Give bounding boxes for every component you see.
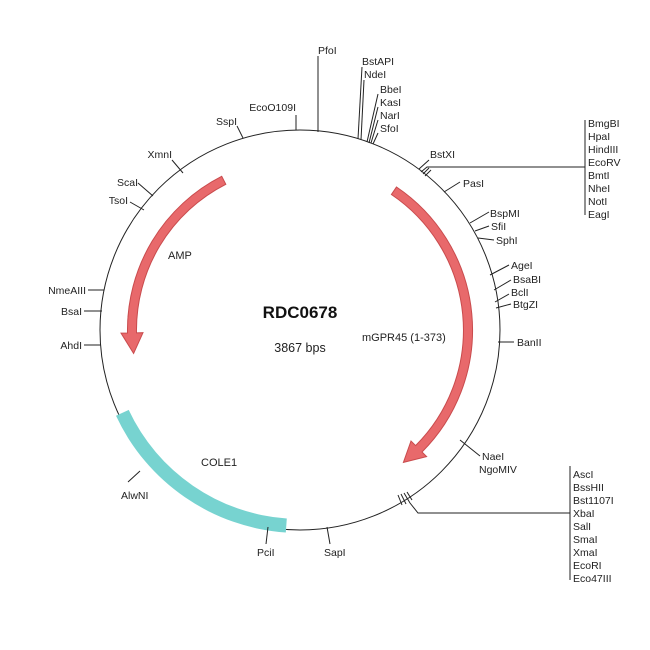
site-tick-bsabi: [493, 279, 512, 291]
site-label-alwni[interactable]: AlwNI: [121, 490, 148, 502]
site-label-bsshii[interactable]: BssHII: [573, 482, 604, 494]
site-label-bstxi[interactable]: BstXI: [430, 149, 455, 161]
site-label-tsoi[interactable]: TsoI: [109, 195, 128, 207]
site-label-kasi[interactable]: KasI: [380, 97, 401, 109]
site-tick-cluster-bottom-3: [403, 492, 570, 514]
site-tick-cluster-top-3: [424, 169, 432, 177]
site-tick-xmni: [171, 159, 184, 174]
site-label-ahdi[interactable]: AhdI: [60, 340, 82, 352]
site-tick-alwni: [127, 470, 141, 483]
amp-label: AMP: [168, 250, 192, 262]
site-label-bsai[interactable]: BsaI: [61, 306, 82, 318]
site-tick-bbei: [366, 93, 379, 143]
mgpr45-feature-arrow[interactable]: [390, 186, 473, 464]
site-label-pfoi[interactable]: PfoI: [318, 45, 337, 57]
site-label-ndei[interactable]: NdeI: [364, 69, 386, 81]
site-tick-agei: [489, 264, 510, 276]
site-label-xmai[interactable]: XmaI: [573, 547, 598, 559]
site-tick-pcii: [265, 526, 269, 545]
site-tick-cluster-bottom-2: [400, 493, 407, 505]
mgpr45-label: mGPR45 (1-373): [362, 332, 446, 344]
site-tick-pasi: [443, 181, 461, 193]
site-label-naei[interactable]: NaeI: [482, 451, 504, 463]
site-label-sfii[interactable]: SfiI: [491, 221, 506, 233]
site-label-scai[interactable]: ScaI: [117, 177, 138, 189]
site-tick-cluster-bottom: [397, 494, 403, 506]
site-label-agei[interactable]: AgeI: [511, 260, 533, 272]
site-tick-sfii: [474, 225, 490, 232]
site-tick-sapi: [326, 526, 331, 545]
site-label-bmgbi[interactable]: BmgBI: [588, 118, 620, 130]
site-tick-bspmi: [469, 211, 490, 224]
site-label-bsabi[interactable]: BsaBI: [513, 274, 541, 286]
site-tick-scai: [137, 182, 154, 197]
site-label-nari[interactable]: NarI: [380, 110, 400, 122]
site-label-bst1107i[interactable]: Bst1107I: [573, 495, 614, 507]
site-tick-btgzi: [495, 303, 512, 309]
site-tick-sphi: [477, 237, 495, 241]
site-label-sali[interactable]: SalI: [573, 521, 591, 533]
site-tick-naei: [459, 439, 481, 457]
site-tick-cluster-bottom-4: [406, 491, 413, 501]
cole1-label: COLE1: [201, 457, 237, 469]
site-label-hindiii[interactable]: HindIII: [588, 144, 618, 156]
site-tick-ndei: [360, 79, 365, 141]
cole1-feature[interactable]: [116, 409, 287, 533]
site-label-eco47iii[interactable]: Eco47III: [573, 573, 612, 585]
site-labels: PfoI BstAPI NdeI BbeI KasI NarI SfoI Bst…: [48, 45, 620, 585]
site-tick-tsoi: [129, 201, 145, 211]
site-label-ecoo109i[interactable]: EcoO109I: [249, 102, 296, 114]
site-label-ngomiv[interactable]: NgoMIV: [479, 464, 517, 476]
site-label-sfoi[interactable]: SfoI: [380, 123, 399, 135]
site-tick-sfoi: [372, 132, 379, 145]
site-label-sphi[interactable]: SphI: [496, 235, 518, 247]
site-label-sspi[interactable]: SspI: [216, 116, 237, 128]
site-label-nmeaiii[interactable]: NmeAIII: [48, 285, 86, 297]
site-label-ecorv[interactable]: EcoRV: [588, 157, 621, 169]
site-label-bstapi[interactable]: BstAPI: [362, 56, 394, 68]
site-ticks: [84, 56, 586, 580]
amp-feature-arrow[interactable]: [120, 175, 227, 355]
site-label-pcii[interactable]: PciI: [257, 547, 275, 559]
site-label-sapi[interactable]: SapI: [324, 547, 346, 559]
site-label-bspmi[interactable]: BspMI: [490, 208, 520, 220]
site-label-nhei[interactable]: NheI: [588, 183, 610, 195]
site-label-smai[interactable]: SmaI: [573, 534, 598, 546]
site-label-bbei[interactable]: BbeI: [380, 84, 402, 96]
site-tick-cluster-top: [420, 166, 585, 173]
site-tick-sspi: [236, 125, 244, 139]
site-label-btgzi[interactable]: BtgZI: [513, 299, 538, 311]
site-tick-nari: [370, 119, 379, 144]
site-label-ecori[interactable]: EcoRI: [573, 560, 602, 572]
site-label-pasi[interactable]: PasI: [463, 178, 484, 190]
site-label-hpai[interactable]: HpaI: [588, 131, 610, 143]
site-tick-bcli: [494, 293, 510, 303]
site-label-eagi[interactable]: EagI: [588, 209, 610, 221]
site-tick-kasi: [368, 106, 379, 144]
site-label-bmti[interactable]: BmtI: [588, 170, 610, 182]
site-tick-bstapi: [357, 66, 363, 140]
plasmid-name: RDC0678: [263, 303, 338, 322]
plasmid-size: 3867 bps: [274, 341, 325, 355]
site-label-bcli[interactable]: BclI: [511, 287, 529, 299]
site-tick-bstxi: [418, 159, 430, 170]
site-label-xmni[interactable]: XmnI: [147, 149, 172, 161]
site-tick-cluster-top-2: [422, 167, 430, 175]
site-label-banii[interactable]: BanII: [517, 337, 542, 349]
site-label-asci[interactable]: AscI: [573, 469, 593, 481]
backbone-ring: [99, 129, 501, 531]
site-label-xbai[interactable]: XbaI: [573, 508, 595, 520]
site-label-noti[interactable]: NotI: [588, 196, 607, 208]
